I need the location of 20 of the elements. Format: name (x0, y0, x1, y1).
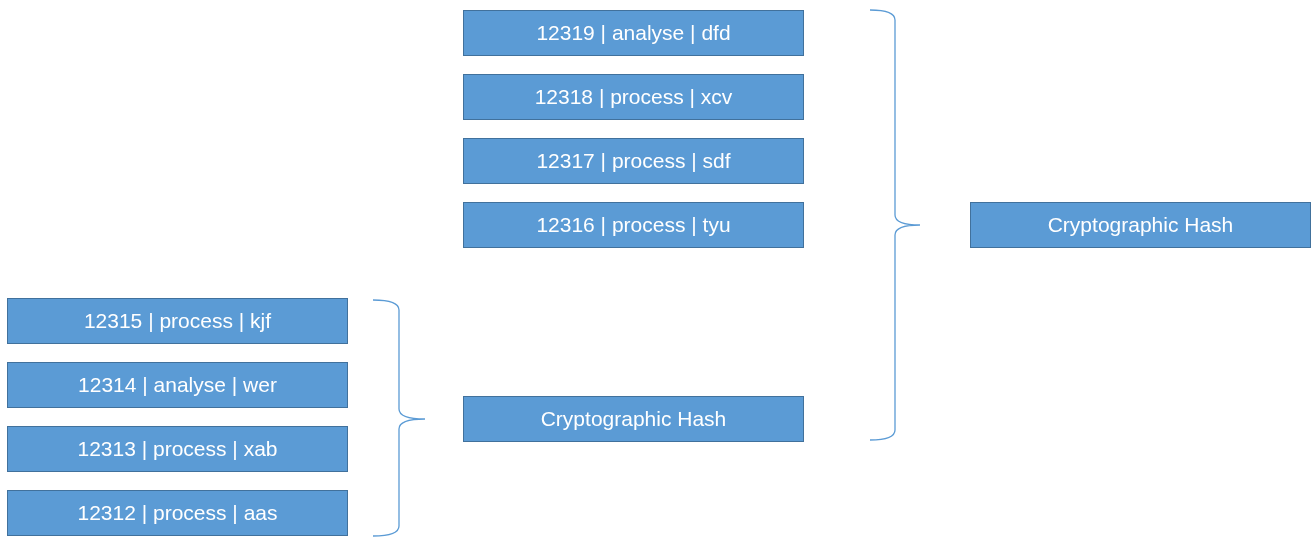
process-box (7, 298, 348, 344)
box-label: 12319 | analyse | dfd (536, 21, 731, 45)
box-label: Cryptographic Hash (540, 407, 727, 431)
box-label: 12318 | process | xcv (534, 85, 733, 109)
process-box (463, 74, 804, 120)
box-label: 12313 | process | xab (77, 437, 278, 461)
process-box (463, 138, 804, 184)
box-label: 12317 | process | sdf (536, 149, 731, 173)
box-label: 12316 | process | tyu (536, 213, 731, 237)
box-label: 12312 | process | aas (77, 501, 278, 525)
process-box (7, 426, 348, 472)
process-box (7, 362, 348, 408)
process-box (7, 490, 348, 536)
process-box (970, 202, 1311, 248)
process-box (463, 202, 804, 248)
box-label: 12314 | analyse | wer (78, 373, 277, 397)
box-label: 12315 | process | kjf (83, 309, 272, 333)
process-box (463, 10, 804, 56)
process-box (463, 396, 804, 442)
box-label: Cryptographic Hash (1047, 213, 1234, 237)
